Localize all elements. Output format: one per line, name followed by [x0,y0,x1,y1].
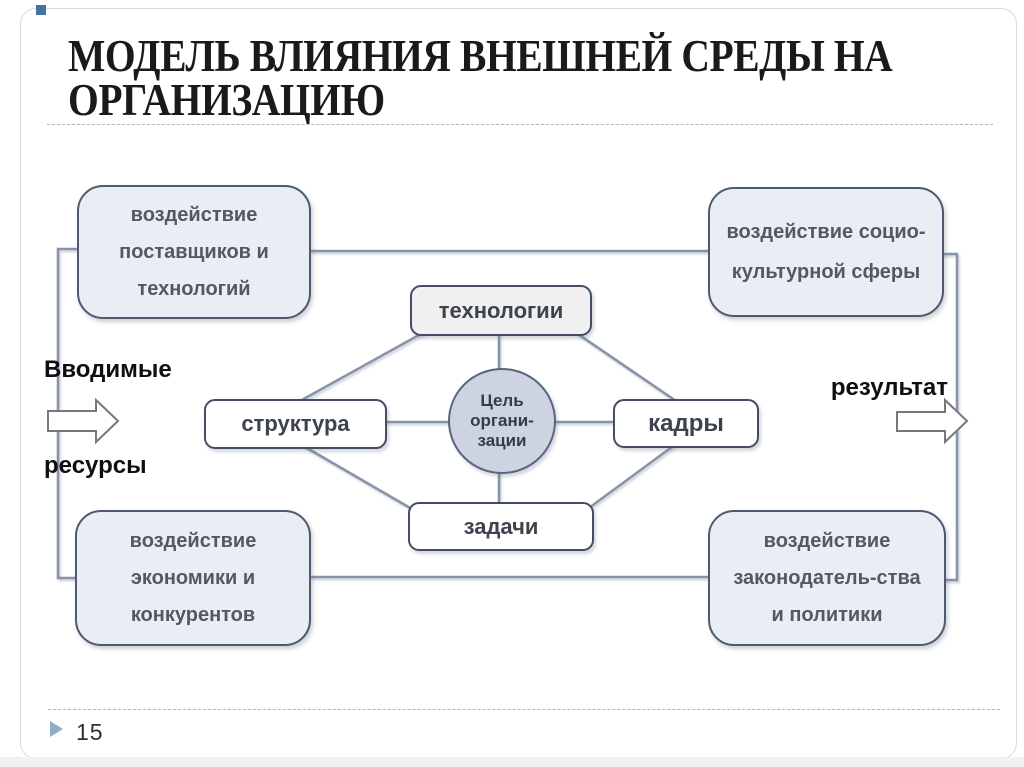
connector-structure-zadachi [299,442,425,518]
node-structure: структура [204,399,387,449]
node-organization-goal: Цель органи- зации [448,368,556,474]
box-legislation-politics: воздействие законодатель-ства и политики [708,510,946,646]
box-line: экономики и [130,566,256,589]
slide-title: МОДЕЛЬ ВЛИЯНИЯ ВНЕШНЕЙ СРЕДЫ НА ОРГАНИЗА… [68,30,911,125]
connector-tech-kadry [571,328,677,403]
box-line: и политики [771,603,883,626]
box-economy-competitors: воздействие экономики и конкурентов [75,510,311,646]
node-tasks: задачи [408,502,594,551]
box-line: технологий [137,277,251,300]
footer-separator-dashed-line [48,709,1000,710]
connector-tech-structure [299,328,429,403]
node-technology: технологии [410,285,592,336]
accent-square-icon [36,5,46,15]
output-arrow-icon [896,397,969,445]
node-personnel: кадры [613,399,759,448]
page-marker-triangle-icon [50,721,63,737]
node-label: технологии [438,297,564,323]
slide-title-line1: МОДЕЛЬ ВЛИЯНИЯ ВНЕШНЕЙ СРЕДЫ НА [68,30,893,81]
box-line: воздействие [130,203,258,226]
box-line: законодатель-ства [733,566,921,589]
box-line: поставщиков и [119,240,269,263]
node-label: зации [477,431,527,450]
box-suppliers-technology: воздействие поставщиков и технологий [77,185,311,319]
node-label: кадры [648,409,724,437]
node-label: структура [241,411,350,436]
page-number: 15 [76,719,104,745]
node-label: задачи [463,513,539,539]
box-line: конкурентов [130,603,256,626]
slide-bottom-shadow [0,757,1024,767]
node-label: Цель [480,391,524,410]
input-arrow-icon [47,397,120,445]
input-label-line1: Вводимые [44,356,172,383]
box-line: воздействие социо- [726,221,926,243]
input-label-line2: ресурсы [44,452,147,479]
box-sociocultural: воздействие социо- культурной сферы [708,187,944,317]
node-label: органи- [470,411,534,430]
box-line: воздействие [763,529,891,552]
title-separator-dashed-line [47,124,993,125]
output-label: результат [830,374,948,401]
box-line: воздействие [129,529,257,552]
connector-kadry-zadachi [577,442,677,518]
box-line: культурной сферы [731,261,921,283]
slide-title-line2: ОРГАНИЗАЦИЮ [68,74,385,125]
